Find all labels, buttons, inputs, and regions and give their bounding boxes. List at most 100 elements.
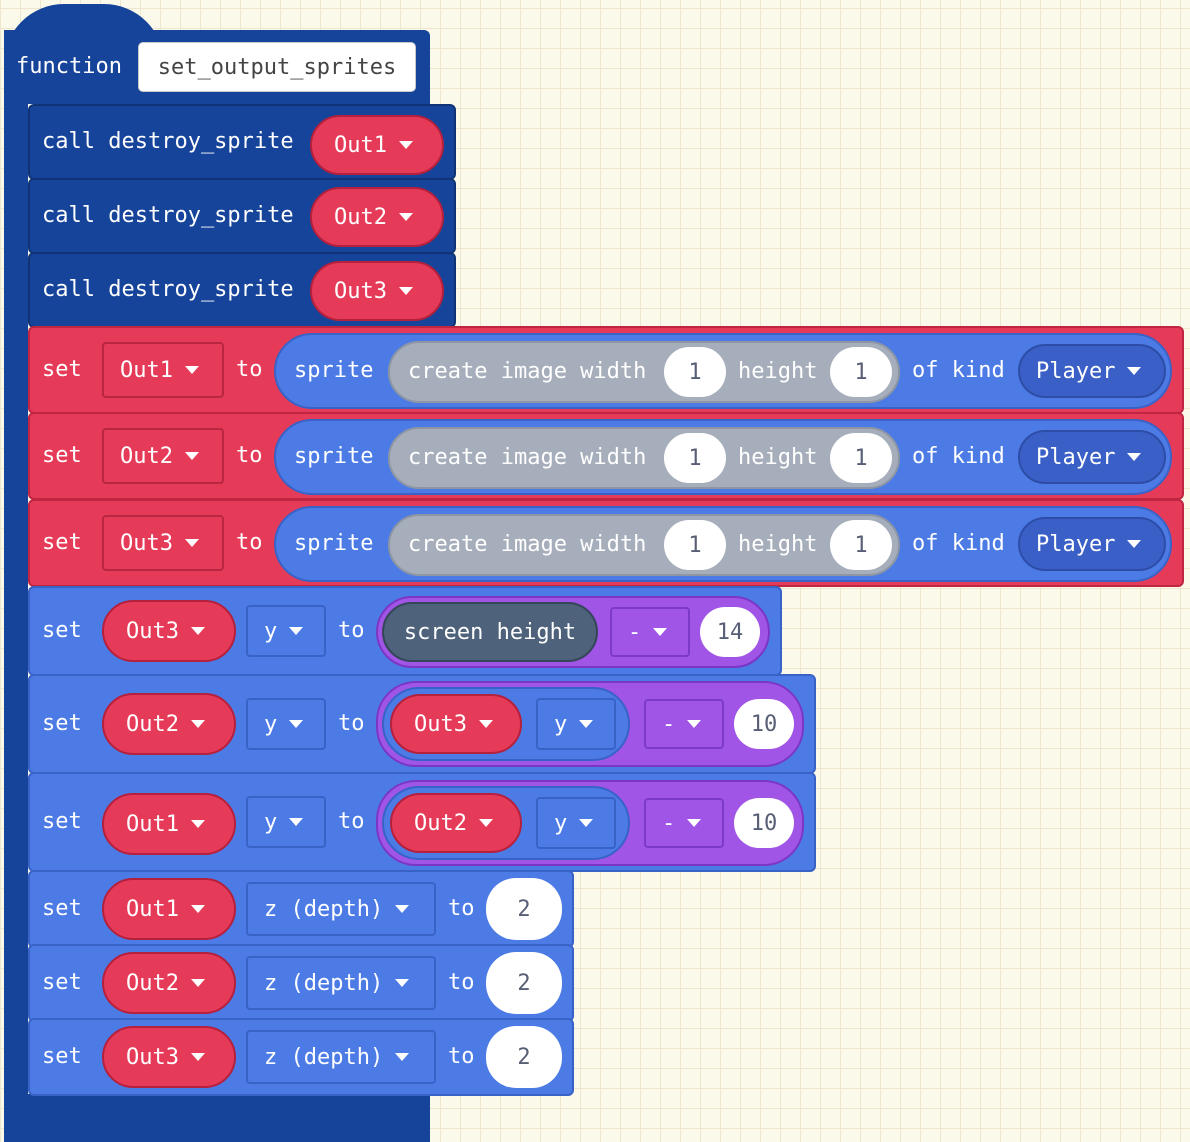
sprite-dropdown[interactable]: Out3 <box>102 1026 236 1088</box>
kind-dropdown[interactable]: Player <box>1018 430 1166 484</box>
number-input[interactable]: 2 <box>486 1026 562 1088</box>
set-sprite-y-block[interactable]: set Out2 y to Out3 y - 10 <box>28 674 816 774</box>
chevron-down-icon <box>190 979 205 987</box>
function-block-header[interactable]: function set_output_sprites <box>4 30 430 104</box>
property-dropdown[interactable]: z (depth) <box>246 956 436 1010</box>
sprite-arg-label: Out1 <box>334 132 387 158</box>
chevron-down-icon <box>289 818 304 826</box>
kind-label: Player <box>1036 444 1116 470</box>
chevron-down-icon <box>190 720 205 728</box>
operator-dropdown[interactable]: - <box>644 699 724 749</box>
number-input[interactable]: 2 <box>486 878 562 940</box>
image-width-input[interactable]: 1 <box>664 520 726 570</box>
sprite-property-block[interactable]: Out2 y <box>382 786 630 860</box>
sprite-label: Out3 <box>126 1044 179 1070</box>
property-dropdown[interactable]: y <box>246 605 326 657</box>
kind-dropdown[interactable]: Player <box>1018 344 1166 398</box>
property-dropdown[interactable]: y <box>536 698 616 750</box>
create-image-block[interactable]: create image width 1 height 1 <box>388 341 900 403</box>
operator-label: - <box>662 810 676 836</box>
sprite-keyword: sprite <box>294 531 374 556</box>
variable-dropdown[interactable]: Out1 <box>102 342 224 398</box>
set-keyword: set <box>42 530 82 555</box>
property-label: y <box>264 711 278 737</box>
math-subtract-block[interactable]: Out2 y - 10 <box>376 780 804 866</box>
set-keyword: set <box>42 443 82 468</box>
chevron-down-icon <box>190 820 205 828</box>
property-label: z (depth) <box>264 896 384 922</box>
chevron-down-icon <box>478 819 493 827</box>
sprite-dropdown[interactable]: Out1 <box>102 793 236 855</box>
sprite-property-block[interactable]: Out3 y <box>382 687 630 761</box>
property-label: z (depth) <box>264 1044 384 1070</box>
to-keyword: to <box>448 896 475 921</box>
set-variable-block[interactable]: set Out2 to sprite create image width 1 … <box>28 412 1184 500</box>
to-keyword: to <box>236 530 263 555</box>
to-keyword: to <box>236 443 263 468</box>
property-dropdown[interactable]: y <box>536 797 616 849</box>
image-width-input[interactable]: 1 <box>664 347 726 397</box>
screen-height-block[interactable]: screen height <box>382 602 598 662</box>
set-sprite-z-block[interactable]: set Out2 z (depth) to 2 <box>28 944 574 1022</box>
create-image-block[interactable]: create image width 1 height 1 <box>388 427 900 489</box>
variable-dropdown[interactable]: Out3 <box>102 515 224 571</box>
image-height-input[interactable]: 1 <box>830 520 892 570</box>
sprite-label: Out3 <box>414 711 467 737</box>
sprite-arg-dropdown[interactable]: Out1 <box>310 115 444 175</box>
operator-label: - <box>662 711 676 737</box>
sprite-dropdown[interactable]: Out1 <box>102 878 236 940</box>
function-name-field[interactable]: set_output_sprites <box>138 42 416 92</box>
sprite-dropdown[interactable]: Out2 <box>102 693 236 755</box>
number-input[interactable]: 10 <box>734 699 794 749</box>
sprite-arg-dropdown[interactable]: Out3 <box>310 261 444 321</box>
screen-height-label: screen height <box>403 619 577 645</box>
number-input[interactable]: 14 <box>700 607 760 657</box>
sprite-dropdown[interactable]: Out2 <box>390 793 522 853</box>
math-subtract-block[interactable]: Out3 y - 10 <box>376 681 804 767</box>
sprite-label: Out1 <box>126 896 179 922</box>
kind-dropdown[interactable]: Player <box>1018 517 1166 571</box>
property-dropdown[interactable]: z (depth) <box>246 882 436 936</box>
image-width-input[interactable]: 1 <box>664 433 726 483</box>
set-sprite-z-block[interactable]: set Out1 z (depth) to 2 <box>28 870 574 948</box>
set-sprite-y-block[interactable]: set Out3 y to screen height - 14 <box>28 586 782 676</box>
sprite-dropdown[interactable]: Out2 <box>102 952 236 1014</box>
chevron-down-icon <box>184 539 199 547</box>
chevron-down-icon <box>1127 453 1142 461</box>
height-label: height <box>738 532 818 557</box>
call-destroy-sprite-block[interactable]: call destroy_sprite Out3 <box>28 252 456 328</box>
sprite-dropdown[interactable]: Out3 <box>390 694 522 754</box>
chevron-down-icon <box>653 628 668 636</box>
sprite-create-block[interactable]: sprite create image width 1 height 1 of … <box>274 506 1172 582</box>
operator-dropdown[interactable]: - <box>610 607 690 657</box>
image-height-input[interactable]: 1 <box>830 433 892 483</box>
sprite-label: Out3 <box>126 618 179 644</box>
call-destroy-sprite-block[interactable]: call destroy_sprite Out2 <box>28 178 456 254</box>
sprite-create-block[interactable]: sprite create image width 1 height 1 of … <box>274 419 1172 495</box>
kind-label: Player <box>1036 531 1116 557</box>
operator-dropdown[interactable]: - <box>644 798 724 848</box>
function-block-body[interactable] <box>4 30 28 1142</box>
set-variable-block[interactable]: set Out3 to sprite create image width 1 … <box>28 499 1184 587</box>
image-height-input[interactable]: 1 <box>830 347 892 397</box>
chevron-down-icon <box>687 819 702 827</box>
property-dropdown[interactable]: z (depth) <box>246 1030 436 1084</box>
math-subtract-block[interactable]: screen height - 14 <box>376 596 770 668</box>
to-keyword: to <box>236 357 263 382</box>
set-variable-block[interactable]: set Out1 to sprite create image width 1 … <box>28 326 1184 414</box>
call-destroy-sprite-block[interactable]: call destroy_sprite Out1 <box>28 104 456 180</box>
sprite-create-block[interactable]: sprite create image width 1 height 1 of … <box>274 333 1172 409</box>
number-input[interactable]: 2 <box>486 952 562 1014</box>
create-image-block[interactable]: create image width 1 height 1 <box>388 514 900 576</box>
set-keyword: set <box>42 618 82 643</box>
sprite-dropdown[interactable]: Out3 <box>102 600 236 662</box>
variable-dropdown[interactable]: Out2 <box>102 428 224 484</box>
set-sprite-y-block[interactable]: set Out1 y to Out2 y - 10 <box>28 772 816 872</box>
sprite-arg-dropdown[interactable]: Out2 <box>310 187 444 247</box>
number-input[interactable]: 10 <box>734 798 794 848</box>
property-dropdown[interactable]: y <box>246 796 326 848</box>
set-sprite-z-block[interactable]: set Out3 z (depth) to 2 <box>28 1018 574 1096</box>
sprite-arg-label: Out3 <box>334 278 387 304</box>
variable-label: Out3 <box>120 530 173 556</box>
property-dropdown[interactable]: y <box>246 698 326 750</box>
